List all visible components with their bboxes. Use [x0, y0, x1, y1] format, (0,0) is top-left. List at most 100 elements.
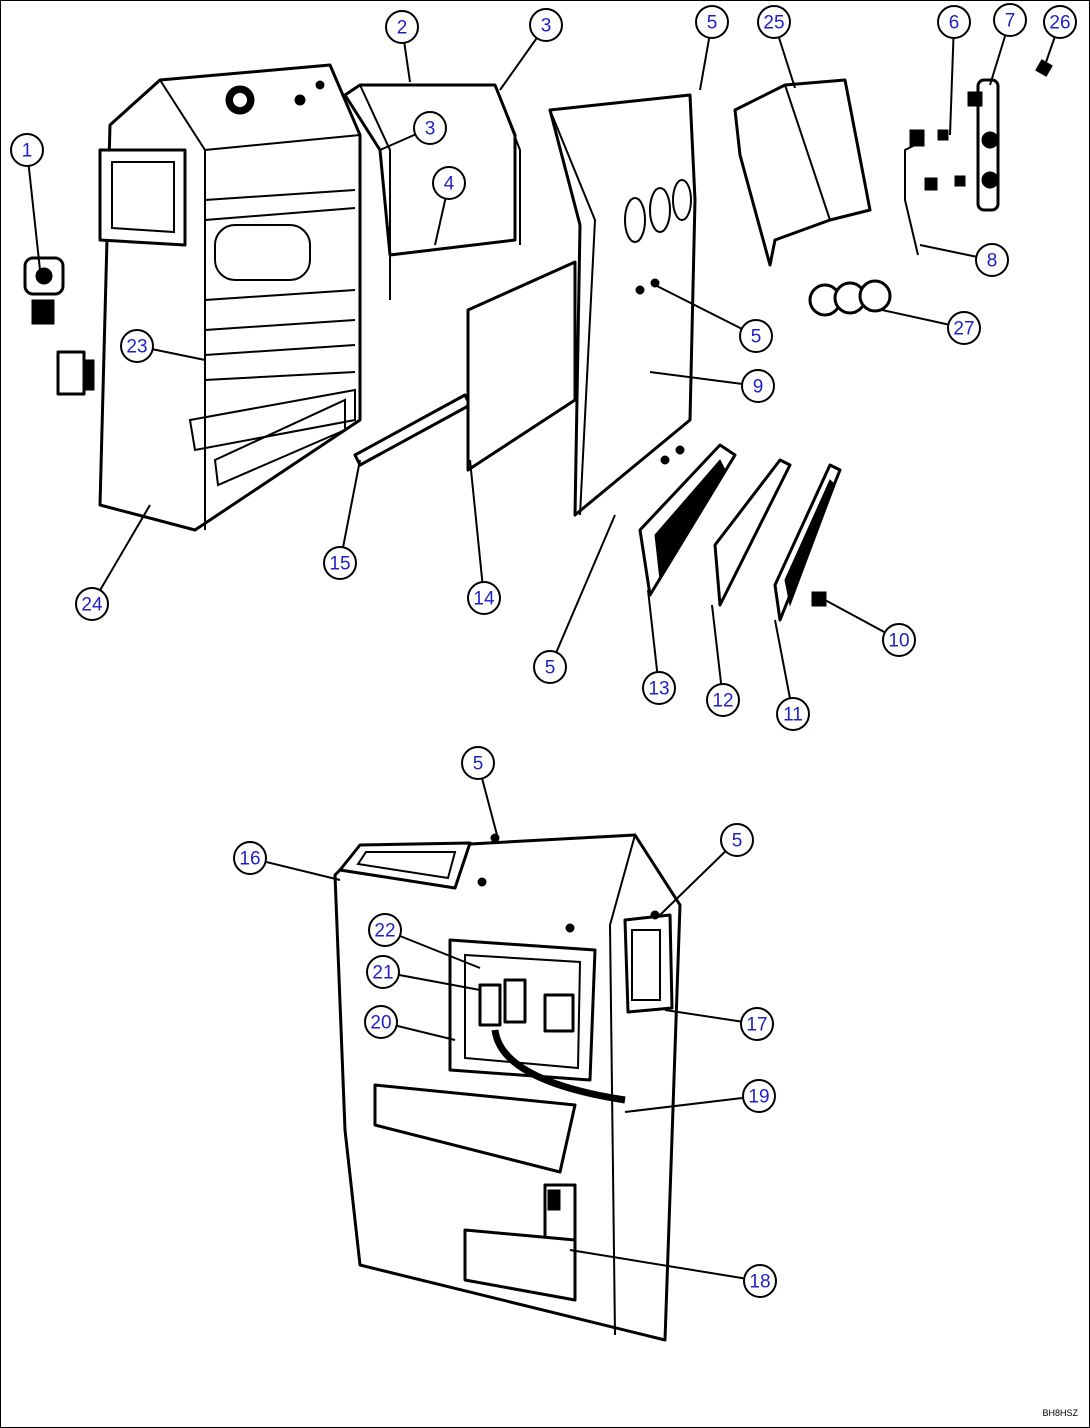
leader-lines	[26, 19, 1061, 1282]
callout-c8: 8	[975, 243, 1009, 277]
top-cover-part	[343, 83, 521, 300]
callout-number: 5	[545, 658, 556, 679]
callout-c25: 25	[757, 5, 791, 39]
callout-c7: 7	[993, 3, 1027, 37]
callout-circle	[364, 1005, 398, 1039]
drawing-code: BH8HSZ	[1042, 1408, 1078, 1418]
callout-circle	[432, 166, 466, 200]
callout-c15: 15	[323, 546, 357, 580]
callout-circle	[413, 111, 447, 145]
callout-number: 13	[648, 679, 669, 700]
callout-number: 25	[763, 13, 784, 34]
callout-circle	[75, 587, 109, 621]
callout-circle	[467, 581, 501, 615]
callout-c3a: 3	[529, 8, 563, 42]
callout-circle	[741, 369, 775, 403]
callout-c18: 18	[743, 1264, 777, 1298]
callout-c1: 1	[10, 133, 44, 167]
callout-number: 18	[749, 1272, 770, 1293]
trim-strip-part	[353, 393, 472, 467]
callout-number: 4	[444, 174, 455, 195]
callout-number: 16	[239, 849, 260, 870]
callout-circle	[947, 311, 981, 345]
callout-circle	[233, 841, 267, 875]
callout-c13: 13	[642, 671, 676, 705]
callout-circle	[937, 5, 971, 39]
lower-housing-part	[333, 833, 682, 1342]
front-panel-part	[548, 93, 697, 517]
callout-c26: 26	[1043, 5, 1077, 39]
callout-number: 23	[126, 337, 147, 358]
clip-part	[811, 591, 827, 607]
heater-housing-part	[98, 63, 362, 532]
callout-circle	[366, 955, 400, 989]
callout-c10: 10	[882, 623, 916, 657]
callout-circle	[776, 697, 810, 731]
callout-circle	[323, 546, 357, 580]
callout-circle	[739, 319, 773, 353]
callout-number: 5	[707, 13, 718, 34]
control-valve-part	[23, 256, 65, 325]
callout-c2: 2	[385, 10, 419, 44]
callout-number: 17	[746, 1015, 767, 1036]
callout-number: 27	[953, 319, 974, 340]
callout-circle	[993, 3, 1027, 37]
callout-c22: 22	[368, 913, 402, 947]
callout-circle	[368, 913, 402, 947]
callout-circle	[642, 671, 676, 705]
grille-parts	[638, 443, 842, 622]
callout-circle	[742, 1079, 776, 1113]
callout-circle	[529, 8, 563, 42]
callout-c21: 21	[366, 955, 400, 989]
callout-c6: 6	[937, 5, 971, 39]
callout-number: 9	[753, 377, 764, 398]
callout-c5a: 5	[695, 5, 729, 39]
callout-circle	[757, 5, 791, 39]
callout-number: 19	[748, 1087, 769, 1108]
callout-number: 5	[751, 327, 762, 348]
callout-circle	[975, 243, 1009, 277]
callout-number: 10	[888, 631, 909, 652]
callout-number: 3	[425, 119, 436, 140]
filter-panel-part	[466, 260, 577, 472]
callout-circle	[695, 5, 729, 39]
callout-c9: 9	[741, 369, 775, 403]
callout-c5c: 5	[533, 650, 567, 684]
callout-c16: 16	[233, 841, 267, 875]
callout-c19: 19	[742, 1079, 776, 1113]
callout-circle	[882, 623, 916, 657]
callout-circle	[720, 823, 754, 857]
callout-number: 8	[987, 251, 998, 272]
relay-part	[56, 350, 95, 396]
callout-circle	[740, 1007, 774, 1041]
callout-circle	[706, 683, 740, 717]
callout-number: 12	[712, 691, 733, 712]
knob-part	[808, 279, 892, 317]
callout-circle	[1043, 5, 1077, 39]
callout-c17: 17	[740, 1007, 774, 1041]
callout-number: 3	[541, 16, 552, 37]
callout-c5e: 5	[720, 823, 754, 857]
callout-circle	[743, 1264, 777, 1298]
switch-harness-part	[904, 78, 1000, 256]
callout-number: 7	[1005, 11, 1016, 32]
callout-number: 5	[732, 831, 743, 852]
callout-c11: 11	[776, 697, 810, 731]
callout-number: 1	[22, 141, 33, 162]
callout-c27: 27	[947, 311, 981, 345]
callout-c3b: 3	[413, 111, 447, 145]
callout-c12: 12	[706, 683, 740, 717]
duct-part	[733, 78, 872, 267]
callout-c23: 23	[120, 329, 154, 363]
callout-number: 2	[397, 18, 408, 39]
callout-number: 22	[374, 921, 395, 942]
callout-c4: 4	[432, 166, 466, 200]
callout-number: 11	[783, 705, 803, 726]
callout-circle	[533, 650, 567, 684]
callout-c24: 24	[75, 587, 109, 621]
callout-number: 6	[949, 13, 960, 34]
callout-circle	[120, 329, 154, 363]
screw-part	[1035, 59, 1053, 77]
